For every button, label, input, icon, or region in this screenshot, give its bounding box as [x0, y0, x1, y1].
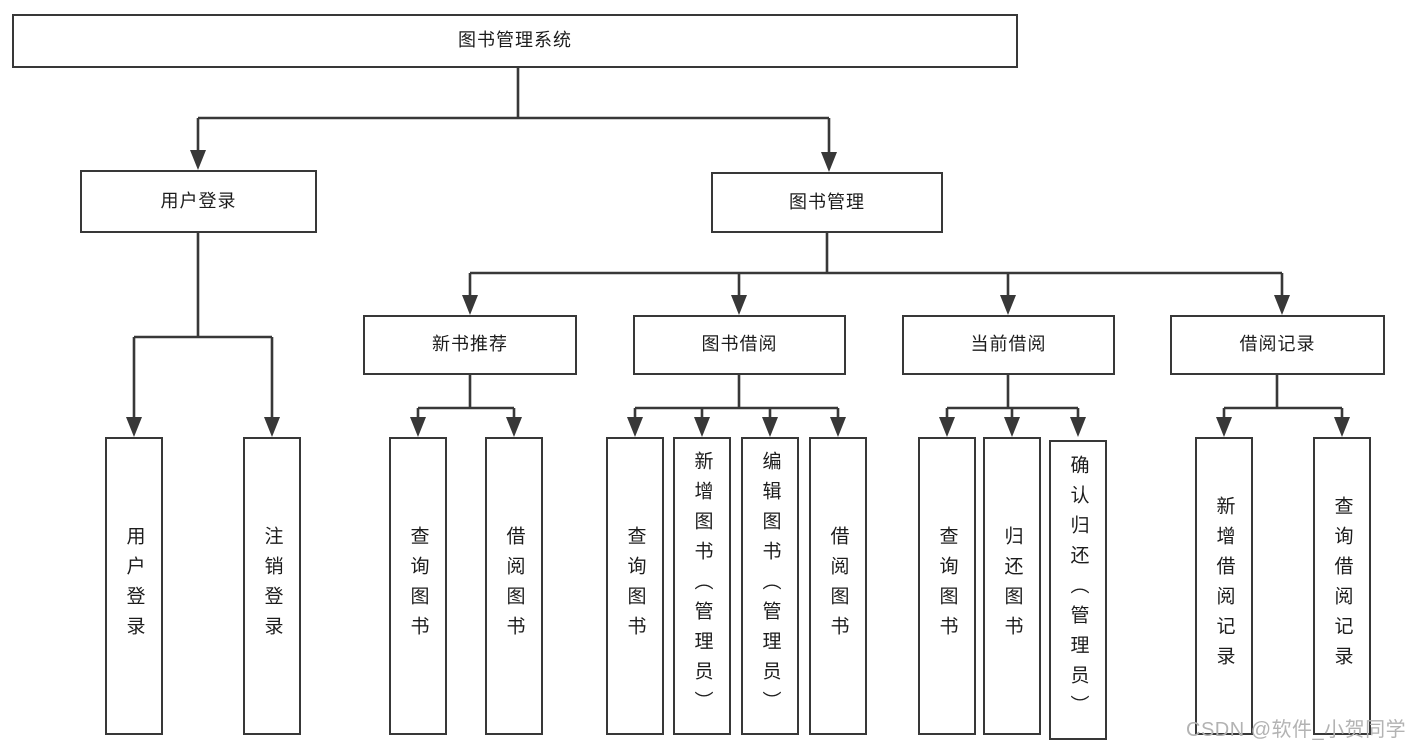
connector-root: [190, 68, 837, 172]
node-bb-add-book-admin: 新增图书（管理员）: [673, 437, 731, 735]
connector-book-mgmt: [462, 233, 1290, 315]
node-ul-logout: 注销登录: [243, 437, 301, 735]
node-cb-query-book: 查询图书: [918, 437, 976, 735]
node-current-borrow: 当前借阅: [902, 315, 1115, 375]
node-root: 图书管理系统: [12, 14, 1018, 68]
node-ul-user-login: 用户登录: [105, 437, 163, 735]
node-book-mgmt: 图书管理: [711, 172, 943, 233]
node-bb-query-book: 查询图书: [606, 437, 664, 735]
node-cb-confirm-return-admin: 确认归还（管理员）: [1049, 440, 1107, 740]
node-borrow-records: 借阅记录: [1170, 315, 1385, 375]
connector-user-login: [126, 233, 280, 437]
node-nbr-borrow-book: 借阅图书: [485, 437, 543, 735]
node-new-book-recommend: 新书推荐: [363, 315, 577, 375]
connector-current-borrow: [939, 375, 1086, 437]
node-cb-return-book: 归还图书: [983, 437, 1041, 735]
connector-book-borrow: [627, 375, 846, 437]
node-user-login: 用户登录: [80, 170, 317, 233]
csdn-watermark: CSDN @软件_小贺同学: [1186, 719, 1405, 741]
connector-new-book-recommend: [410, 375, 522, 437]
node-book-borrow: 图书借阅: [633, 315, 846, 375]
node-br-add-record: 新增借阅记录: [1195, 437, 1253, 735]
node-br-query-record: 查询借阅记录: [1313, 437, 1371, 735]
node-bb-borrow-book: 借阅图书: [809, 437, 867, 735]
connector-borrow-records: [1216, 375, 1350, 437]
node-bb-edit-book-admin: 编辑图书（管理员）: [741, 437, 799, 735]
node-nbr-query-book: 查询图书: [389, 437, 447, 735]
